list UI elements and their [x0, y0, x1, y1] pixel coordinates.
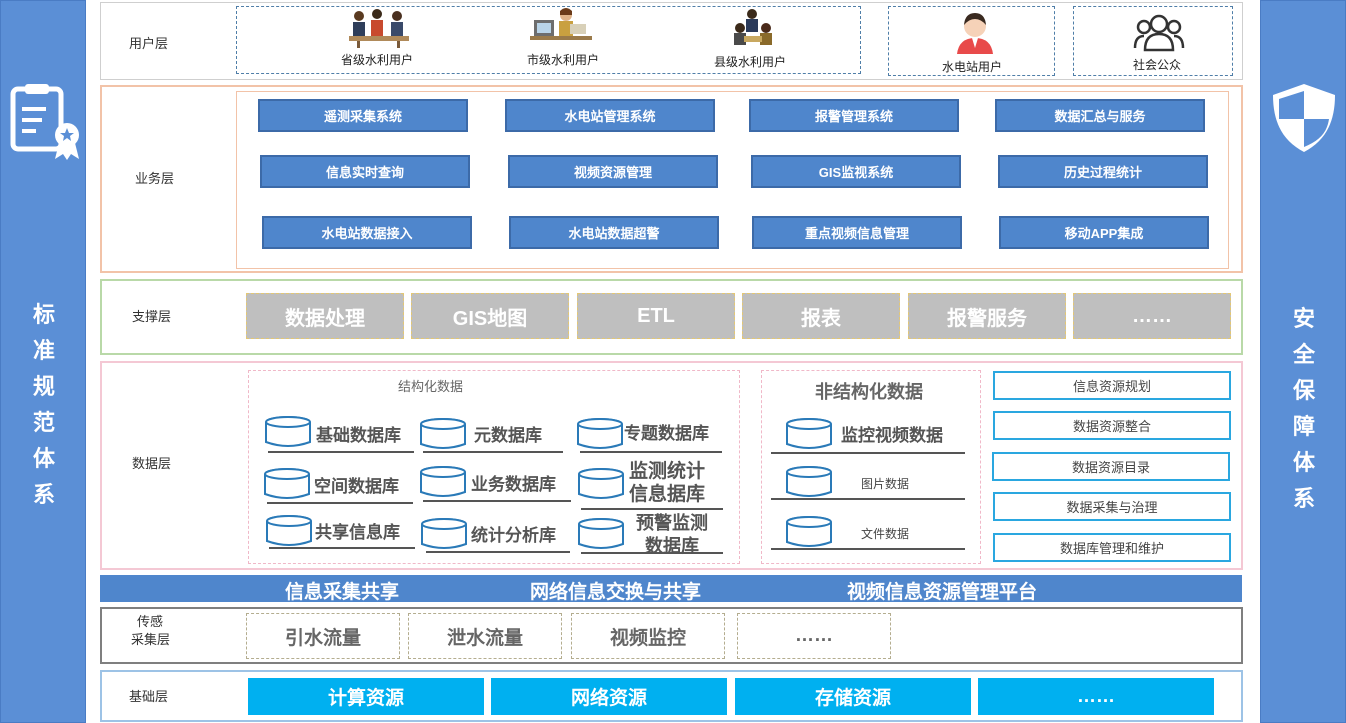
security-pillar: 安 全 保 障 体 系	[1260, 0, 1346, 723]
service-hydro-data-alarm: 水电站数据超警	[509, 216, 719, 249]
database-icon	[421, 518, 467, 549]
water-users-group	[236, 6, 861, 74]
user-city-label: 市级水利用户	[527, 53, 600, 67]
mgmt-resource-catalog: 数据资源目录	[992, 452, 1230, 481]
sensing-video-monitoring: 视频监控	[571, 613, 725, 659]
support-layer: 支撑层	[100, 279, 1243, 355]
base-network: 网络资源	[491, 678, 727, 715]
user-county-label: 县级水利用户	[714, 55, 787, 69]
support-report: 报表	[742, 293, 900, 339]
security-pillar-text: 安 全 保 障 体 系	[1292, 306, 1315, 511]
sensing-more: ……	[737, 613, 891, 659]
mgmt-resource-integration: 数据资源整合	[993, 411, 1231, 440]
mgmt-resource-planning: 信息资源规划	[993, 371, 1231, 400]
database-icon	[266, 515, 312, 546]
public-users-group	[1073, 6, 1233, 76]
service-alarm-management: 报警管理系统	[749, 99, 959, 132]
person-icon	[957, 13, 993, 54]
support-data-processing: 数据处理	[246, 293, 404, 339]
structured-data-title: 结构化数据	[398, 379, 464, 394]
platform-info-collection: 信息采集共享	[285, 582, 400, 603]
service-hydro-data-access: 水电站数据接入	[262, 216, 472, 249]
database-icon	[578, 518, 624, 549]
service-video-resource: 视频资源管理	[508, 155, 718, 188]
base-layer: 基础层	[100, 670, 1243, 722]
base-storage: 存储资源	[735, 678, 971, 715]
service-realtime-query: 信息实时查询	[260, 155, 470, 188]
support-more: ……	[1073, 293, 1231, 339]
standards-pillar: 标 准 规 范 体 系	[0, 0, 86, 723]
shield-icon	[1273, 84, 1335, 152]
sensing-layer-label-2: 采集层	[131, 632, 171, 647]
service-key-video: 重点视频信息管理	[752, 216, 962, 249]
service-history-stats: 历史过程统计	[998, 155, 1208, 188]
platform-network-exchange: 网络信息交换与共享	[530, 582, 702, 603]
service-telemetry: 遥测采集系统	[258, 99, 468, 132]
hydro-users-group	[888, 6, 1055, 76]
support-layer-label: 支撑层	[132, 309, 172, 324]
sensing-intake-flow: 引水流量	[246, 613, 400, 659]
business-layer: 业务层	[100, 85, 1243, 273]
mgmt-collection-governance: 数据采集与治理	[993, 492, 1231, 521]
database-icon	[265, 416, 311, 447]
data-layer-label: 数据层	[132, 456, 172, 471]
base-compute: 计算资源	[248, 678, 484, 715]
database-icon	[420, 418, 466, 449]
mgmt-database-maintenance: 数据库管理和维护	[993, 533, 1231, 562]
sensing-layer: 传感 采集层	[100, 607, 1243, 664]
service-data-summary: 数据汇总与服务	[995, 99, 1205, 132]
sensing-layer-label-1: 传感	[137, 614, 164, 629]
service-mobile-app: 移动APP集成	[999, 216, 1209, 249]
structured-data-group	[248, 370, 740, 564]
office-worker-icon	[530, 8, 592, 40]
user-public-label: 社会公众	[1133, 58, 1182, 72]
users-icon	[1133, 14, 1185, 52]
business-layer-label: 业务层	[135, 171, 175, 186]
user-hydro-label: 水电站用户	[942, 60, 1003, 74]
data-layer: 数据层	[100, 361, 1243, 570]
database-icon	[577, 418, 623, 449]
base-layer-label: 基础层	[129, 689, 169, 704]
service-hydro-management: 水电站管理系统	[505, 99, 715, 132]
group-icon	[734, 9, 772, 45]
database-icon	[420, 466, 466, 497]
standards-pillar-text: 标 准 规 范 体 系	[32, 302, 55, 507]
unstructured-data-group	[761, 370, 981, 564]
business-services-frame	[236, 91, 1229, 269]
database-icon	[264, 468, 310, 499]
support-alarm-service: 报警服务	[908, 293, 1066, 339]
people-meeting-icon	[349, 9, 409, 48]
certificate-icon	[10, 84, 79, 160]
user-layer-label: 用户层	[129, 36, 169, 51]
sensing-discharge-flow: 泄水流量	[408, 613, 562, 659]
database-icon	[578, 468, 624, 499]
support-etl: ETL	[577, 293, 735, 339]
platform-bar: 信息采集共享 网络信息交换与共享 视频信息资源管理平台	[100, 575, 1242, 603]
support-gis-map: GIS地图	[411, 293, 569, 339]
database-icon	[786, 516, 832, 547]
database-icon	[786, 466, 832, 497]
user-provincial-label: 省级水利用户	[341, 53, 414, 67]
base-more: ……	[978, 678, 1214, 715]
service-gis-monitor: GIS监视系统	[751, 155, 961, 188]
user-layer: 用户层	[100, 2, 1243, 80]
database-icon	[786, 418, 832, 449]
unstructured-data-title: 非结构化数据	[815, 382, 923, 402]
platform-video-management: 视频信息资源管理平台	[847, 582, 1038, 603]
